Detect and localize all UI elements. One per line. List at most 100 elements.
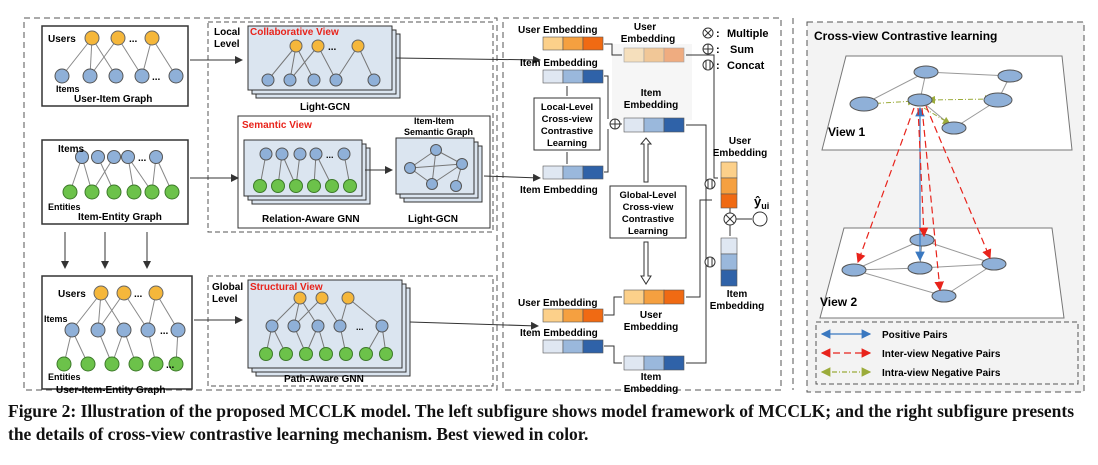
prediction-label: ŷui xyxy=(754,194,769,211)
concat-icon xyxy=(702,59,714,71)
local-level-label: Level xyxy=(214,39,240,50)
item-embedding-label: Embedding xyxy=(710,301,764,312)
item-item-graph-panel: Item-Item Semantic Graph Light-GCN xyxy=(395,116,483,225)
pair-legend xyxy=(815,321,1079,385)
items-label: Items xyxy=(56,84,80,94)
dots: ... xyxy=(166,360,175,371)
dots: ... xyxy=(356,322,364,332)
local-cl-text: Learning xyxy=(547,138,587,149)
user-embedding-label: User xyxy=(634,22,656,33)
dots: ... xyxy=(134,289,143,300)
global-level-region xyxy=(207,275,494,387)
local-level-region xyxy=(207,21,494,233)
user-embedding-label: User xyxy=(729,136,751,147)
user-embedding-label: User Embedding xyxy=(518,25,597,36)
graph-title: Item-Entity Graph xyxy=(78,212,162,223)
legend-multiple: Multiple xyxy=(727,28,769,40)
semantic-view-region xyxy=(237,115,491,229)
global-cl-box xyxy=(609,185,687,239)
local-cl-box xyxy=(533,97,601,151)
dots: ... xyxy=(152,72,161,83)
entities-label: Entities xyxy=(48,372,81,382)
item-item-label: Item-Item xyxy=(414,116,454,126)
output-arrows xyxy=(395,55,541,330)
arrow xyxy=(639,137,653,183)
user-embedding-label: User Embedding xyxy=(518,298,597,309)
dots: ... xyxy=(160,326,169,337)
concat-icon xyxy=(704,178,716,190)
users-label: Users xyxy=(48,34,76,45)
local-cl-text: Cross-view xyxy=(542,114,593,125)
user-item-graph: Users ... ... Items User-Item Graph xyxy=(41,25,189,107)
user-embedding-label: Embedding xyxy=(621,34,675,45)
global-cl-text: Contrastive xyxy=(622,214,674,225)
legend-intra: Intra-view Negative Pairs xyxy=(882,368,1001,379)
item-embedding-label: Item Embedding xyxy=(520,185,598,196)
items-label: Items xyxy=(58,144,85,155)
mcclk-figure: Users ... ... Items User-Item Graph Item… xyxy=(23,17,1085,396)
colon: : xyxy=(716,44,720,56)
legend-concat: Concat xyxy=(727,60,765,72)
global-cl-text: Learning xyxy=(628,226,668,237)
arrow xyxy=(640,241,652,285)
dots: ... xyxy=(328,42,337,53)
cross-view-title: Cross-view Contrastive learning xyxy=(814,29,997,43)
prediction-node xyxy=(752,211,768,227)
global-cl-text: Cross-view xyxy=(623,202,674,213)
inter-view-negatives xyxy=(856,105,992,292)
item-embedding-label: Embedding xyxy=(624,384,678,395)
dots: ... xyxy=(326,150,334,160)
local-cl-text: Local-Level xyxy=(541,102,593,113)
entities-label: Entities xyxy=(48,202,81,212)
item-embedding-label: Item xyxy=(641,372,662,383)
down-arrows xyxy=(61,232,151,269)
item-embedding-label: Embedding xyxy=(624,100,678,111)
dots: ... xyxy=(129,34,138,45)
cross-view-panel: Cross-view Contrastive learning View 1 xyxy=(814,29,1079,385)
view2-label: View 2 xyxy=(820,295,857,309)
colon: : xyxy=(716,28,720,40)
graph-title: User-Item-Entity Graph xyxy=(56,385,165,396)
item-embedding-label: Item Embedding xyxy=(520,58,598,69)
legend-positive: Positive Pairs xyxy=(882,330,948,341)
collab-model-label: Light-GCN xyxy=(300,102,350,113)
concat-icon xyxy=(704,256,716,268)
relation-aware-gnn-label: Relation-Aware GNN xyxy=(262,214,360,225)
items-label: Items xyxy=(44,314,68,324)
user-embedding-label: User xyxy=(640,310,662,321)
global-level-label: Global xyxy=(212,282,243,293)
structural-view-panel: Structural View ... Path-Aware GNN xyxy=(247,279,411,385)
path-aware-gnn-label: Path-Aware GNN xyxy=(284,374,364,385)
relation-aware-gnn-panel: ... Relation-Aware GNN xyxy=(243,139,371,225)
dots: ... xyxy=(138,153,147,164)
local-cl-text: Contrastive xyxy=(541,126,593,137)
legend-inter: Inter-view Negative Pairs xyxy=(882,349,1001,360)
colon: : xyxy=(716,60,720,72)
input-arrows xyxy=(190,56,243,324)
collaborative-view-panel: Collaborative View ... Light-GCN xyxy=(247,25,401,113)
figure-caption: Figure 2: Illustration of the proposed M… xyxy=(8,401,1075,444)
item-item-label: Semantic Graph xyxy=(404,127,473,137)
global-cl-text: Global-Level xyxy=(619,190,676,201)
semantic-view-title: Semantic View xyxy=(242,120,312,131)
left-frame xyxy=(23,17,498,391)
graph-title: User-Item Graph xyxy=(74,94,152,105)
user-item-entity-graph: Users ... Items ... Entities ... User-It… xyxy=(41,275,193,396)
global-level-label: Level xyxy=(212,294,238,305)
local-level-label: Local xyxy=(214,27,240,38)
user-embedding-label: Embedding xyxy=(624,322,678,333)
view1-label: View 1 xyxy=(828,125,865,139)
middle-embeddings: User Embedding Item Embedding Local-Leve… xyxy=(518,22,769,395)
item-embedding-label: Item Embedding xyxy=(520,328,598,339)
structural-view-title: Structural View xyxy=(250,282,323,293)
item-embedding-label: Item xyxy=(641,88,662,99)
ii-model-label: Light-GCN xyxy=(408,214,458,225)
user-embedding-label: Embedding xyxy=(713,148,767,159)
item-entity-graph: Items ... Entities Item-Entity Graph xyxy=(41,139,189,225)
users-label: Users xyxy=(58,289,86,300)
middle-frame xyxy=(502,17,782,391)
collaborative-view-title: Collaborative View xyxy=(250,27,339,38)
operator-legend: : Multiple : Sum : Concat xyxy=(702,27,769,72)
legend-sum: Sum xyxy=(730,44,754,56)
item-embedding-label: Item xyxy=(727,289,748,300)
